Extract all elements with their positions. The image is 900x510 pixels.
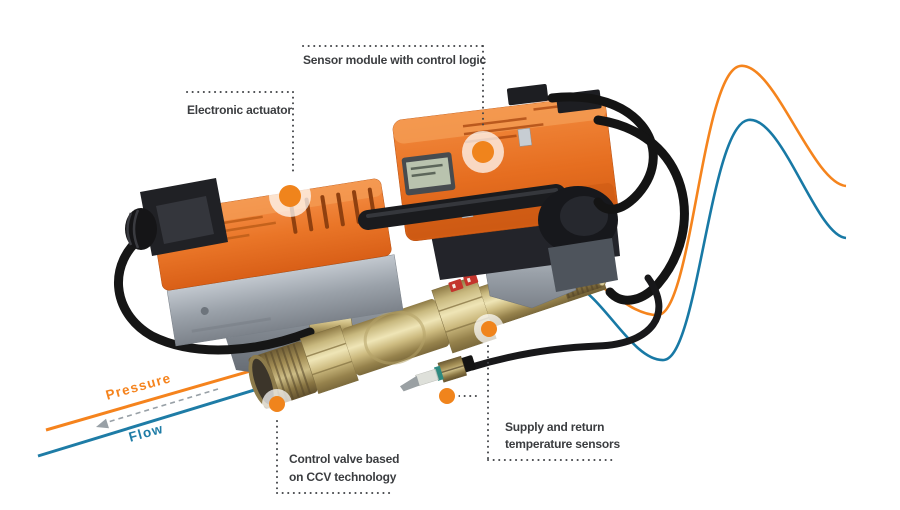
pressure-line	[45, 361, 279, 432]
callout-control-valve-line1: Control valve based	[289, 452, 400, 466]
temperature-probe-illustration	[399, 355, 476, 392]
leader-control-valve	[276, 420, 393, 494]
linkage-arm	[358, 184, 618, 292]
flow-wave-curve	[569, 118, 847, 362]
leader-sensor-module	[302, 45, 484, 130]
callout-temperature-sensors-line1: Supply and return	[505, 420, 605, 434]
leader-electronic-actuator	[186, 91, 294, 173]
callout-leader-lines	[186, 45, 613, 494]
flow-line	[37, 379, 285, 458]
marker-temperature-probe	[435, 384, 459, 408]
marker-sensor-pocket	[474, 314, 504, 344]
lcd-display	[401, 152, 456, 196]
marker-control-valve	[262, 389, 292, 419]
module-cables	[468, 92, 689, 371]
callout-temperature-sensors-line2: temperature sensors	[505, 437, 620, 451]
valve-assembly-illustration	[114, 83, 689, 409]
callout-control-valve-line2: on CCV technology	[289, 470, 397, 484]
marker-electronic-actuator	[269, 175, 311, 217]
callout-control-valve: Control valve based on CCV technology	[289, 450, 399, 486]
actuator-cable	[114, 231, 315, 355]
cable-gland	[125, 208, 157, 250]
leader-temperature-sensors	[458, 345, 613, 461]
flow-direction-arrow	[96, 388, 219, 429]
callout-markers	[262, 131, 504, 419]
callout-sensor-module: Sensor module with control logic	[303, 53, 486, 67]
callout-temperature-sensors: Supply and return temperature sensors	[505, 419, 620, 453]
electronic-actuator-illustration	[125, 178, 404, 347]
marker-sensor-module	[462, 131, 504, 173]
callout-electronic-actuator: Electronic actuator	[187, 103, 292, 117]
